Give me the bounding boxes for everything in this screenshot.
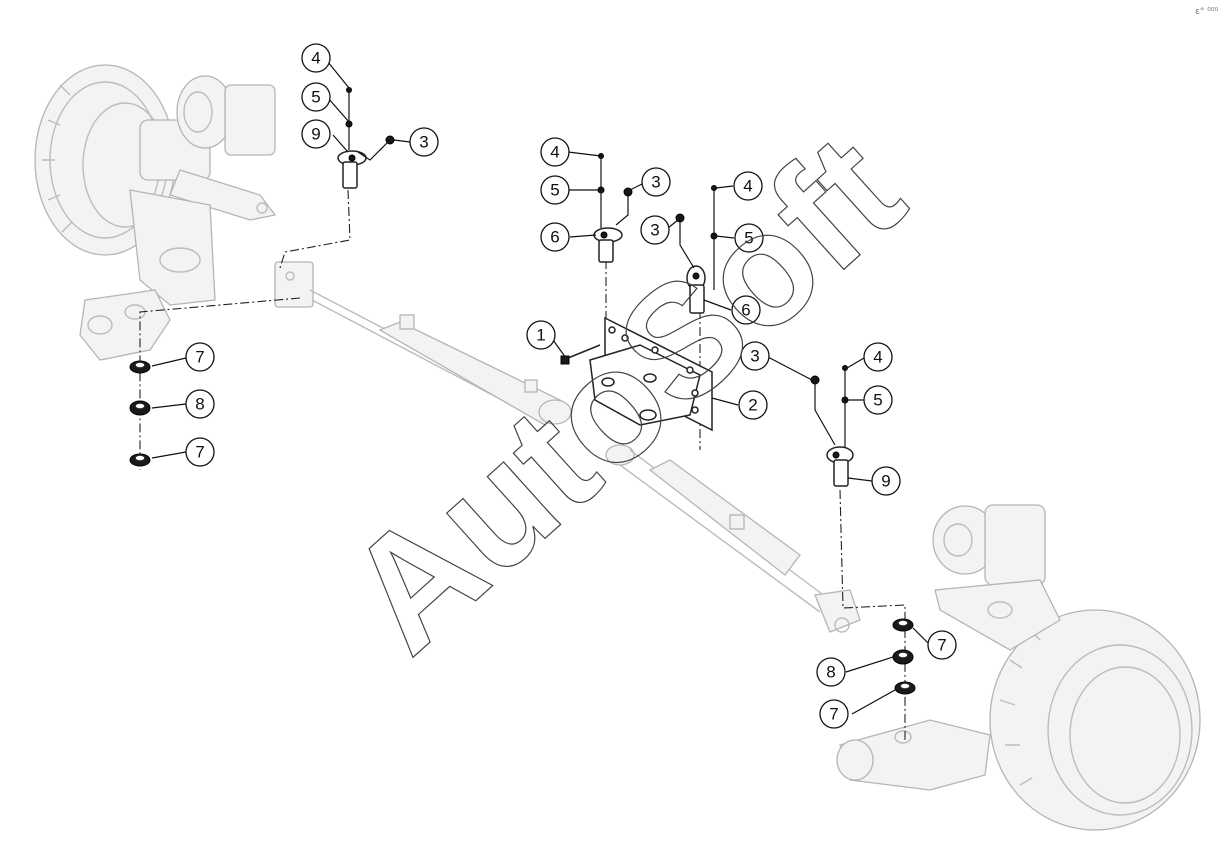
callout-4-center: 4 [540, 137, 570, 167]
svg-text:7: 7 [195, 443, 204, 462]
callout-3-right: 3 [740, 341, 770, 371]
callout-1: 1 [526, 320, 556, 350]
callout-9-upper-left: 9 [301, 119, 331, 149]
callout-5-right: 5 [863, 385, 893, 415]
svg-text:2: 2 [748, 396, 757, 415]
svg-text:4: 4 [743, 177, 752, 196]
callout-7-left-bottom: 7 [185, 437, 215, 467]
callout-7-left-top: 7 [185, 342, 215, 372]
callout-5-upper-left: 5 [301, 82, 331, 112]
callout-7-right-bottom: 7 [819, 699, 849, 729]
callout-3-center-upper: 3 [641, 167, 671, 197]
callout-2: 2 [738, 390, 768, 420]
svg-text:8: 8 [195, 395, 204, 414]
pin-part-6-right [686, 265, 706, 314]
right-washer-stack [892, 618, 916, 695]
svg-text:5: 5 [873, 391, 882, 410]
callout-4-center-right: 4 [733, 171, 763, 201]
callout-6-right: 6 [731, 295, 761, 325]
svg-text:9: 9 [311, 125, 320, 144]
left-washer-stack [129, 360, 151, 467]
svg-text:5: 5 [744, 229, 753, 248]
svg-text:4: 4 [873, 348, 882, 367]
callout-4-right: 4 [863, 342, 893, 372]
svg-text:3: 3 [650, 221, 659, 240]
callout-6-center: 6 [540, 222, 570, 252]
svg-text:7: 7 [937, 636, 946, 655]
callout-8-right: 8 [816, 657, 846, 687]
callout-3-center-lower: 3 [640, 215, 670, 245]
svg-text:9: 9 [881, 472, 890, 491]
svg-text:1: 1 [536, 326, 545, 345]
callout-9-right: 9 [871, 466, 901, 496]
left-wheel-hub [34, 64, 277, 361]
right-tie-rod [605, 444, 861, 633]
svg-text:3: 3 [419, 133, 428, 152]
center-bracket-part-2 [589, 316, 713, 432]
callout-5-center-right: 5 [734, 223, 764, 253]
callout-7-right-top: 7 [927, 630, 957, 660]
callout-4-upper-left: 4 [301, 43, 331, 73]
svg-text:3: 3 [651, 173, 660, 192]
svg-text:6: 6 [550, 228, 559, 247]
svg-text:6: 6 [741, 301, 750, 320]
callout-8-left: 8 [185, 389, 215, 419]
callout-3-upper-left: 3 [409, 127, 439, 157]
svg-text:5: 5 [311, 88, 320, 107]
right-wheel-hub [836, 504, 1201, 831]
left-tie-rod [274, 261, 572, 426]
svg-text:3: 3 [750, 347, 759, 366]
pin-part-9-lower-right [826, 446, 854, 487]
pin-part-6-center [593, 227, 623, 263]
corner-mark: ε° ⁰⁰⁰ [1195, 7, 1218, 17]
svg-text:5: 5 [550, 181, 559, 200]
svg-text:8: 8 [826, 663, 835, 682]
svg-text:4: 4 [311, 49, 320, 68]
pin-part-9-upper-left [337, 150, 367, 189]
svg-text:4: 4 [550, 143, 559, 162]
svg-text:7: 7 [195, 348, 204, 367]
callout-5-center: 5 [540, 175, 570, 205]
svg-text:7: 7 [829, 705, 838, 724]
